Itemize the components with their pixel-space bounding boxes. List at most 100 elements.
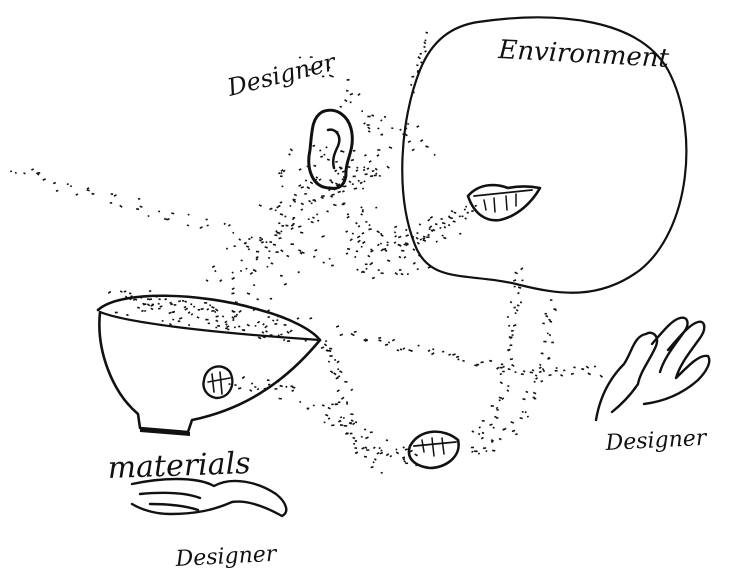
particle-dot — [10, 170, 12, 172]
particle-dot — [216, 315, 219, 317]
particle-dot — [426, 236, 429, 238]
mouth-icon — [409, 432, 459, 468]
particle-dot — [338, 401, 341, 403]
particle-dot — [120, 290, 123, 292]
particle-dot — [265, 241, 267, 243]
particle-dot — [178, 320, 181, 322]
particle-dot — [368, 224, 370, 226]
particle-dot — [399, 269, 402, 271]
particle-dot — [509, 344, 512, 346]
particle-dot — [482, 420, 485, 422]
particle-dot — [327, 159, 330, 161]
particle-dot — [164, 218, 167, 220]
particle-dot — [377, 452, 380, 455]
particle-dot — [417, 242, 420, 245]
particle-dot — [164, 298, 167, 300]
particle-dot — [138, 198, 140, 200]
particle-dot — [452, 353, 456, 356]
particle-dot — [341, 397, 345, 400]
particle-dot — [517, 292, 520, 295]
particle-dot — [238, 238, 241, 241]
particle-dot — [228, 224, 231, 227]
particle-dot — [375, 168, 378, 171]
particle-dot — [232, 232, 234, 234]
particle-dot — [448, 224, 450, 226]
particle-dot — [199, 226, 202, 229]
particle-dot — [365, 268, 367, 270]
particle-dot — [535, 374, 538, 376]
particle-dot — [555, 370, 558, 372]
particle-dot — [378, 447, 380, 449]
particle-dot — [298, 249, 301, 252]
particle-dot — [251, 237, 253, 239]
particle-dot — [284, 283, 287, 286]
particle-dot — [212, 265, 215, 268]
particle-dot — [334, 169, 337, 172]
particle-dot — [354, 447, 357, 449]
particle-dot — [459, 215, 461, 217]
particle-dot — [453, 212, 456, 214]
particle-dot — [408, 140, 411, 143]
particle-dot — [268, 250, 270, 252]
particle-dot — [370, 175, 373, 177]
particle-dot — [279, 385, 282, 387]
particle-dot — [520, 267, 523, 270]
particle-dot — [255, 325, 257, 327]
particle-dot — [340, 424, 344, 426]
particle-dot — [172, 319, 174, 321]
particle-dot — [254, 386, 256, 388]
particle-dot — [362, 232, 365, 235]
particle-dot — [250, 272, 253, 275]
particle-dot — [520, 302, 522, 304]
particle-dot — [361, 447, 364, 450]
particle-dot — [453, 220, 456, 222]
particle-dot — [403, 460, 406, 462]
particle-dot — [331, 424, 334, 426]
particle-dot — [519, 417, 522, 419]
particle-dot — [23, 172, 26, 174]
particle-dot — [294, 201, 296, 203]
particle-dot — [126, 314, 129, 316]
particle-dot — [385, 344, 389, 346]
particle-dot — [188, 311, 191, 314]
particle-dot — [248, 248, 251, 250]
particle-dot — [525, 411, 527, 413]
particle-dot — [361, 246, 363, 248]
particle-dot — [320, 156, 323, 158]
particle-dot — [135, 298, 138, 300]
particle-dot — [217, 325, 220, 327]
particle-dot — [240, 270, 242, 272]
particle-dot — [234, 315, 237, 317]
particle-dot — [355, 222, 358, 225]
particle-dot — [272, 319, 274, 321]
particle-dot — [363, 169, 366, 171]
particle-dot — [225, 328, 228, 330]
particle-dot — [238, 326, 240, 328]
particle-dot — [308, 200, 311, 203]
particle-dot — [197, 316, 200, 318]
particle-dot — [394, 235, 397, 238]
particle-dot — [215, 320, 218, 323]
particle-dot — [345, 230, 348, 232]
particle-dot — [111, 193, 113, 195]
particle-dot — [430, 216, 433, 219]
particle-dot — [324, 422, 326, 424]
particle-dot — [471, 210, 474, 212]
particle-dot — [420, 53, 423, 55]
particle-dot — [344, 425, 347, 427]
particle-dot — [268, 257, 270, 259]
particle-dot — [285, 225, 288, 227]
particle-dot — [423, 236, 426, 238]
particle-dot — [347, 248, 350, 250]
particle-dot — [311, 221, 314, 224]
particle-dot — [386, 439, 388, 441]
particle-dot — [308, 218, 310, 220]
particle-dot — [379, 175, 381, 177]
particle-dot — [571, 373, 574, 375]
particle-dot — [323, 154, 325, 156]
particle-dot — [549, 321, 552, 323]
particle-dot — [380, 119, 382, 121]
particle-dot — [273, 244, 276, 246]
particle-dot — [337, 389, 340, 392]
particle-dot — [362, 241, 366, 244]
